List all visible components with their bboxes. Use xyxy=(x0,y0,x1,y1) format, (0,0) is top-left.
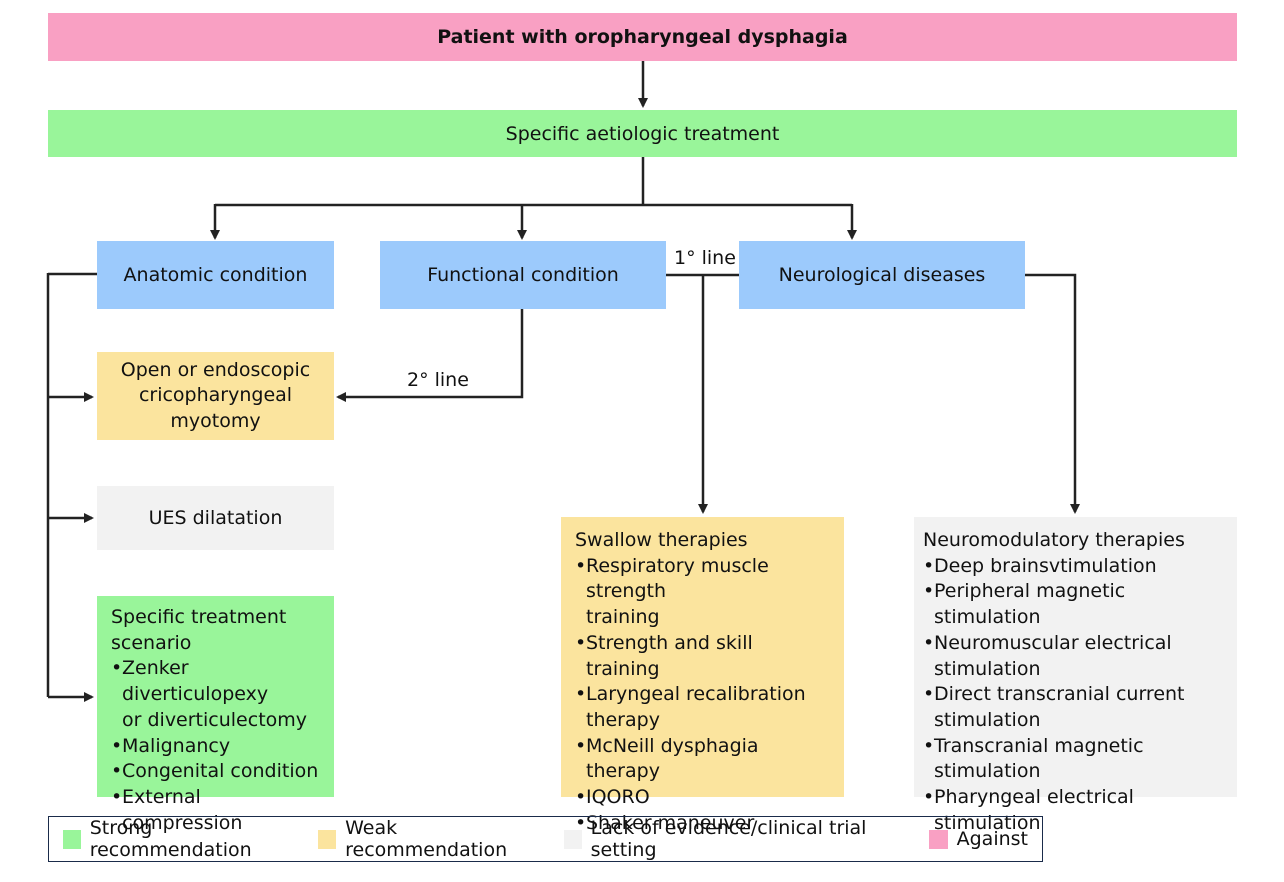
list-item: Transcranial magnetic stimulation xyxy=(923,734,1233,785)
neurological-label: Neurological diseases xyxy=(778,264,986,286)
functional-label: Functional condition xyxy=(427,264,619,286)
lack-swatch-icon xyxy=(563,829,582,849)
list-item: Shaker maneuver xyxy=(575,811,830,837)
strong-swatch-icon xyxy=(63,829,81,849)
list-item: Malignancy xyxy=(111,734,320,760)
myotomy-box: Open or endoscopic cricopharyngeal myoto… xyxy=(97,352,334,440)
anatomic-label: Anatomic condition xyxy=(123,264,308,286)
list-item: McNeill dysphagia therapy xyxy=(575,734,830,785)
myotomy-line-3: myotomy xyxy=(170,409,261,432)
second-line-label: 2° line xyxy=(407,369,469,391)
list-item: Deep brainsvtimulation xyxy=(923,554,1233,580)
aetiologic-label: Specific aetiologic treatment xyxy=(505,122,780,145)
patient-label: Patient with oropharyngeal dysphagia xyxy=(437,26,848,48)
legend-weak-label: Weak recommendation xyxy=(345,817,508,861)
ues-dilatation-box: UES dilatation xyxy=(97,486,334,550)
specific-treatment-box: Specific treatment scenario Zenker diver… xyxy=(97,596,334,834)
against-swatch-icon xyxy=(928,829,948,849)
legend-item-weak: Weak recommendation xyxy=(318,817,550,861)
swallow-title: Swallow therapies xyxy=(575,529,748,551)
myotomy-line-1: Open or endoscopic xyxy=(120,358,311,381)
legend-item-lack: Lack of evidence/clinical trial setting xyxy=(563,817,915,861)
ues-label: UES dilatation xyxy=(148,507,283,529)
arrow-functional-second-line xyxy=(336,309,524,402)
legend: Strong recommendation Weak recommendatio… xyxy=(48,816,1043,862)
legend-against-label: Against xyxy=(956,828,1028,850)
list-item: IQORO xyxy=(575,785,830,811)
list-item: Peripheral magnetic stimulation xyxy=(923,579,1233,630)
myotomy-line-2: cricopharyngeal xyxy=(138,384,293,407)
list-item: Pharyngeal electrical stimulation xyxy=(923,785,1233,836)
neuromodulatory-therapies-box: Neuromodulatory therapies Deep brainsvti… xyxy=(914,517,1237,834)
neurological-diseases-box: Neurological diseases xyxy=(739,241,1025,309)
list-item: External compression xyxy=(111,785,320,836)
list-item: Congenital condition xyxy=(111,759,320,785)
aetiologic-treatment-box: Specific aetiologic treatment xyxy=(48,110,1237,157)
list-item: Strength and skill training xyxy=(575,631,830,682)
patient-box: Patient with oropharyngeal dysphagia xyxy=(48,13,1237,61)
legend-item-strong: Strong recommendation xyxy=(63,817,304,861)
legend-lack-label: Lack of evidence/clinical trial setting xyxy=(590,817,867,861)
legend-item-against: Against xyxy=(928,828,1028,850)
arrow-to-neuromodulatory xyxy=(1025,273,1080,514)
anatomic-condition-box: Anatomic condition xyxy=(97,241,334,309)
neuro-title: Neuromodulatory therapies xyxy=(923,529,1185,551)
specific-title-line-2: scenario xyxy=(111,631,192,654)
swallow-therapies-box: Swallow therapies Respiratory muscle str… xyxy=(561,517,844,836)
functional-condition-box: Functional condition xyxy=(380,241,666,309)
legend-strong-label: Strong recommendation xyxy=(89,817,252,861)
specific-title-line-1: Specific treatment xyxy=(111,606,287,628)
first-line-label: 1° line xyxy=(671,246,739,270)
neuro-list: Deep brainsvtimulation Peripheral magnet… xyxy=(923,554,1233,837)
weak-swatch-icon xyxy=(318,829,337,849)
